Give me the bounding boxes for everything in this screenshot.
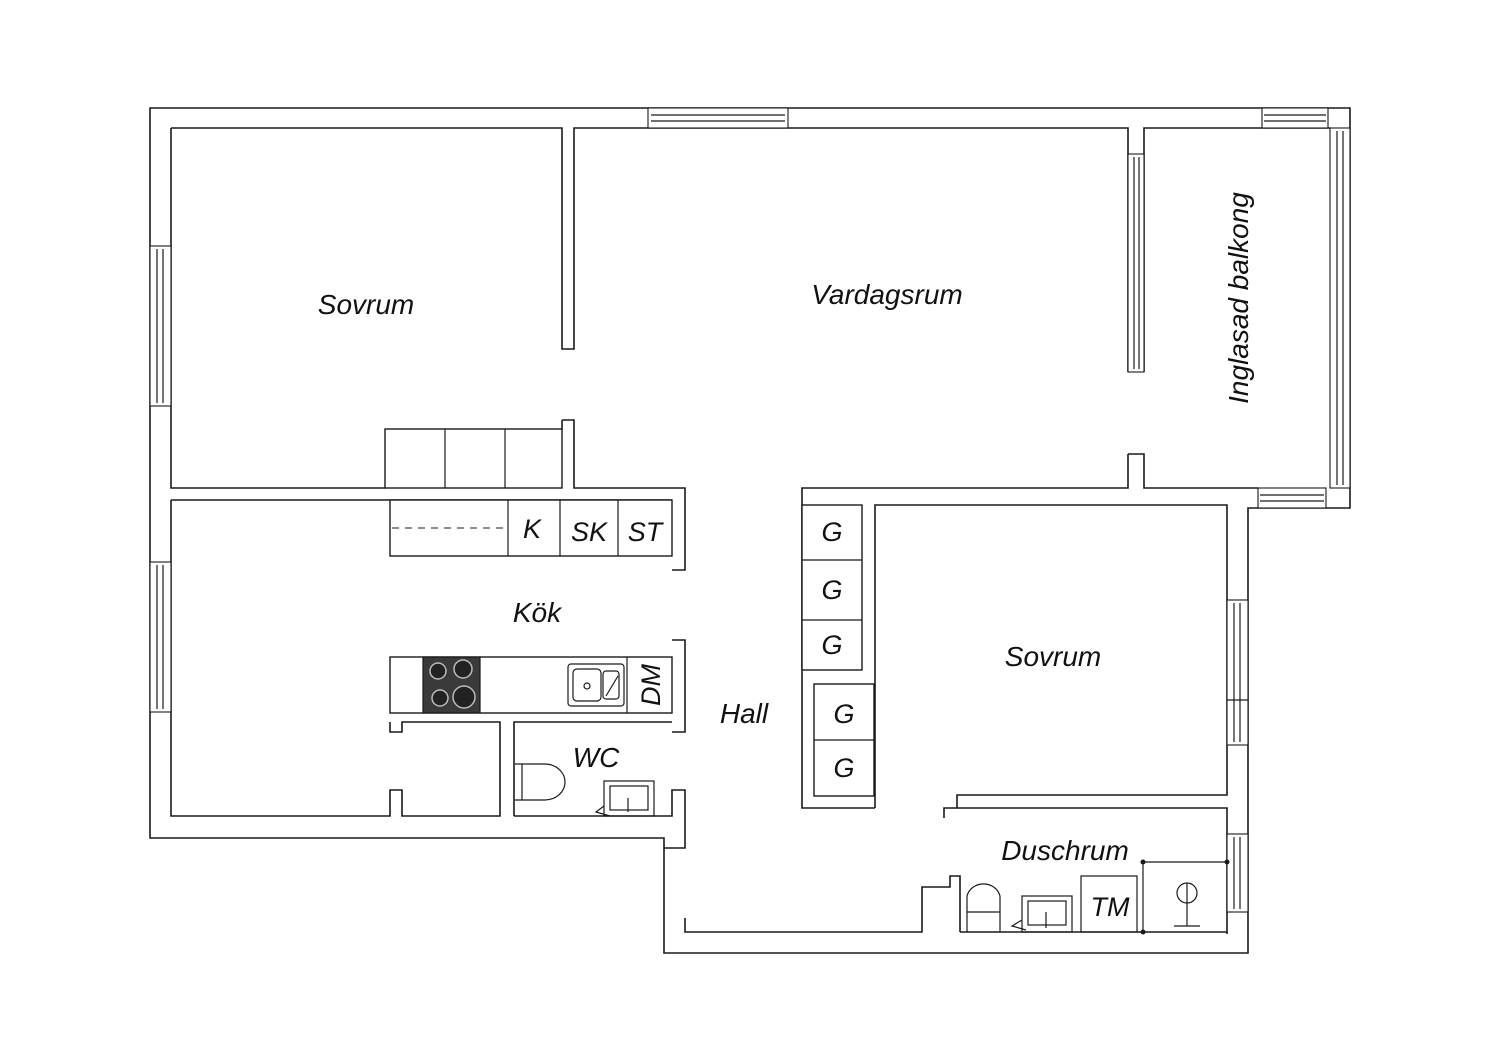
outer-walls: [149, 107, 1351, 954]
shower-fixtures: [966, 859, 1230, 935]
window-top-right: [1261, 107, 1329, 129]
window-shower: [1226, 833, 1249, 913]
washing-machine-label: TM: [1091, 892, 1130, 922]
wardrobe-label: G: [821, 630, 842, 660]
wardrobe-label: G: [821, 517, 842, 547]
window-bedroom-1: [149, 245, 172, 407]
shower-icon: [1140, 859, 1230, 935]
living-room-label: Vardagsrum: [811, 279, 962, 310]
wardrobe-label: G: [833, 753, 854, 783]
freezer-label: SK: [571, 517, 608, 547]
wardrobe-label: G: [821, 575, 842, 605]
kitchen-upper-counter: [389, 499, 673, 557]
shower-toilet-icon: [966, 883, 1001, 932]
fixture-labels: K SK ST DM G G G G G TM: [523, 514, 1130, 922]
wc-label: WC: [573, 742, 620, 773]
shower-washbasin-icon: [1010, 895, 1073, 933]
balcony-label: Inglasad balkong: [1223, 192, 1254, 404]
wardrobe-label: G: [833, 699, 854, 729]
bedroom-2-label: Sovrum: [1005, 641, 1101, 672]
shower-room-label: Duschrum: [1001, 835, 1129, 866]
washing-machine-box: [1080, 875, 1138, 933]
bedroom-1-wardrobes: [384, 428, 563, 489]
wc-fixtures: [515, 763, 655, 817]
window-kitchen: [149, 561, 172, 713]
room-labels: Sovrum Vardagsrum Inglasad balkong Kök H…: [318, 192, 1254, 866]
sink-icon: [567, 663, 625, 707]
hall-label: Hall: [720, 698, 769, 729]
windows: [149, 107, 1351, 913]
window-balcony-divider: [1127, 153, 1145, 373]
fridge-label: K: [523, 514, 542, 544]
bedroom-1-label: Sovrum: [318, 289, 414, 320]
kitchen-lower-counter: [389, 656, 673, 714]
kitchen-label: Kök: [513, 597, 563, 628]
window-bedroom-2: [1226, 599, 1249, 746]
washbasin-icon: [594, 780, 655, 817]
interior-walls: [170, 127, 1330, 934]
window-balcony-right: [1329, 127, 1351, 489]
window-balcony-bottom: [1257, 487, 1327, 509]
hall-wardrobes: [801, 504, 875, 797]
toilet-icon: [515, 763, 566, 801]
dishwasher-label: DM: [636, 664, 666, 706]
pantry-label: ST: [628, 517, 665, 547]
window-top-living: [647, 107, 789, 129]
stove-icon: [422, 656, 481, 714]
